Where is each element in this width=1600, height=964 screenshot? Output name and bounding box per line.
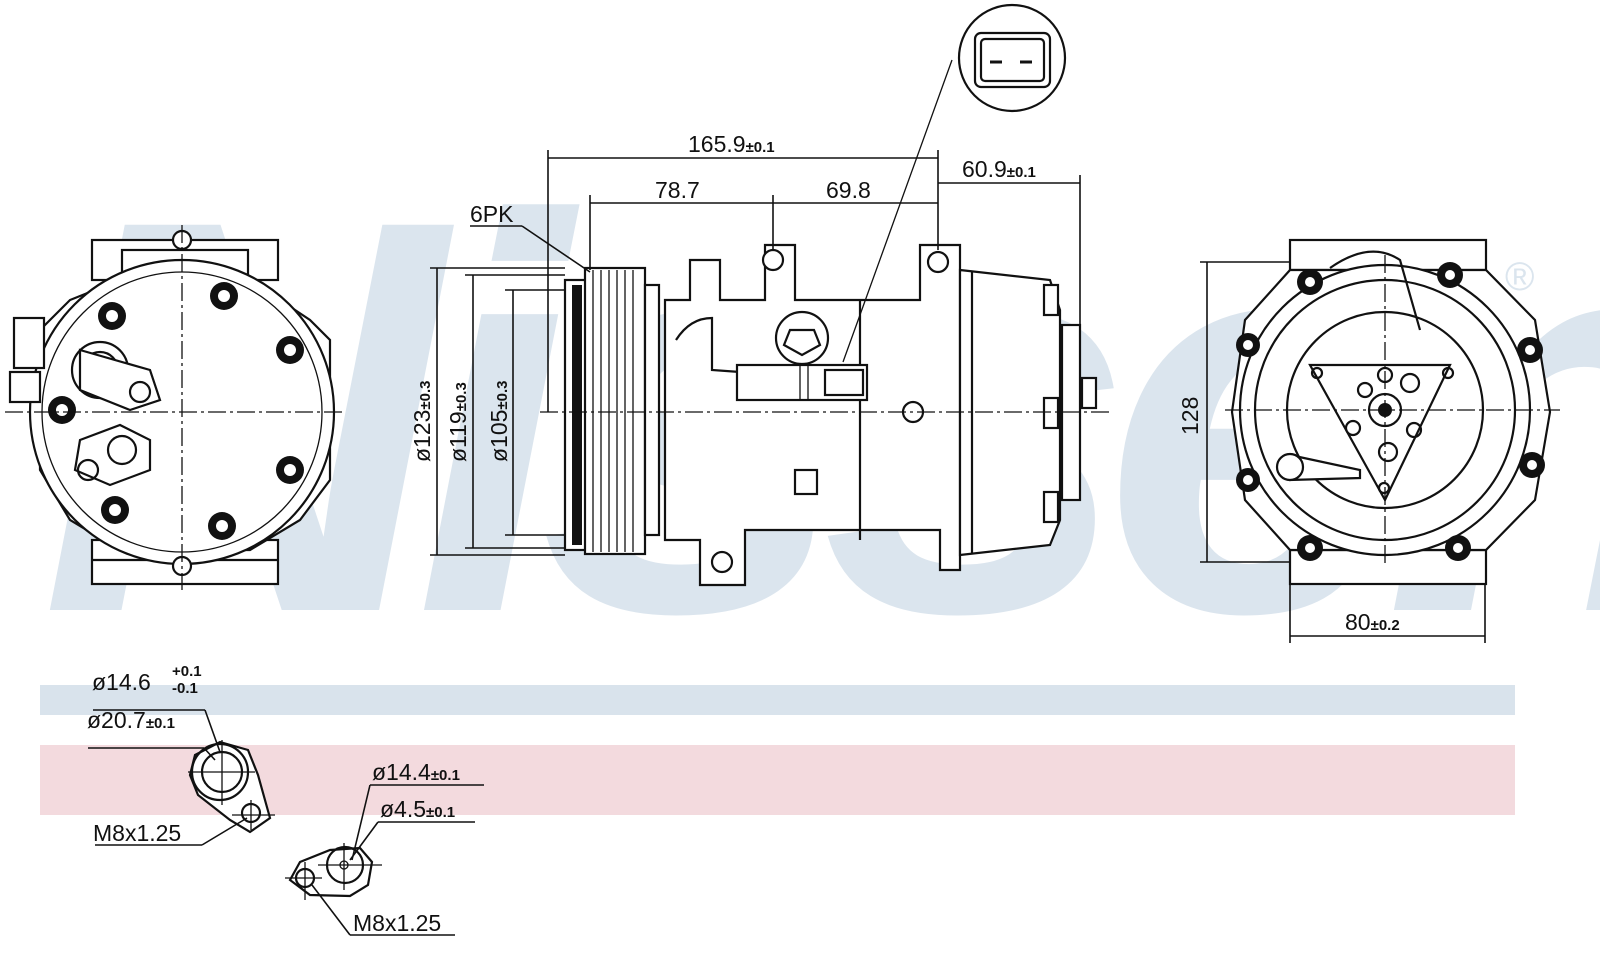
pulley-to-mount-dimension: 78.7 [655,177,700,203]
rear-view-dimension-lines [1200,261,1486,643]
pulley-diameter-105: ø105±0.3 [486,380,512,462]
pink-band [40,745,1515,815]
suction-inner-tol-lower: -0.1 [172,680,198,697]
blue-band [40,685,1515,715]
discharge-outer-diameter: ø14.4±0.1 [372,759,460,785]
rear-view [1225,238,1560,586]
belt-type-label: 6PK [470,201,514,227]
mount-spacing-dimension: 69.8 [826,177,871,203]
suction-inner-tol-upper: +0.1 [172,663,202,680]
side-view-dimension-lines [430,150,1081,556]
overall-length-dimension: 165.9±0.1 [688,131,775,157]
height-dimension: 128 [1177,397,1203,435]
pulley-diameter-123: ø123±0.3 [409,380,435,462]
suction-outer-diameter: ø20.7±0.1 [87,707,175,733]
suction-fitting [88,709,275,846]
pulley-diameter-119: ø119±0.3 [445,382,471,462]
registered-mark: ® [1505,255,1534,299]
width-dimension: 80±0.2 [1345,609,1400,635]
discharge-thread: M8x1.25 [353,910,441,936]
front-view [5,225,345,590]
connector-detail [842,3,1067,363]
discharge-fitting [285,784,484,936]
suction-inner-diameter: ø14.6 [92,669,151,695]
rear-length-dimension: 60.9±0.1 [962,156,1036,182]
side-view [540,243,1110,587]
suction-thread: M8x1.25 [93,820,181,846]
discharge-inner-diameter: ø4.5±0.1 [380,796,455,822]
